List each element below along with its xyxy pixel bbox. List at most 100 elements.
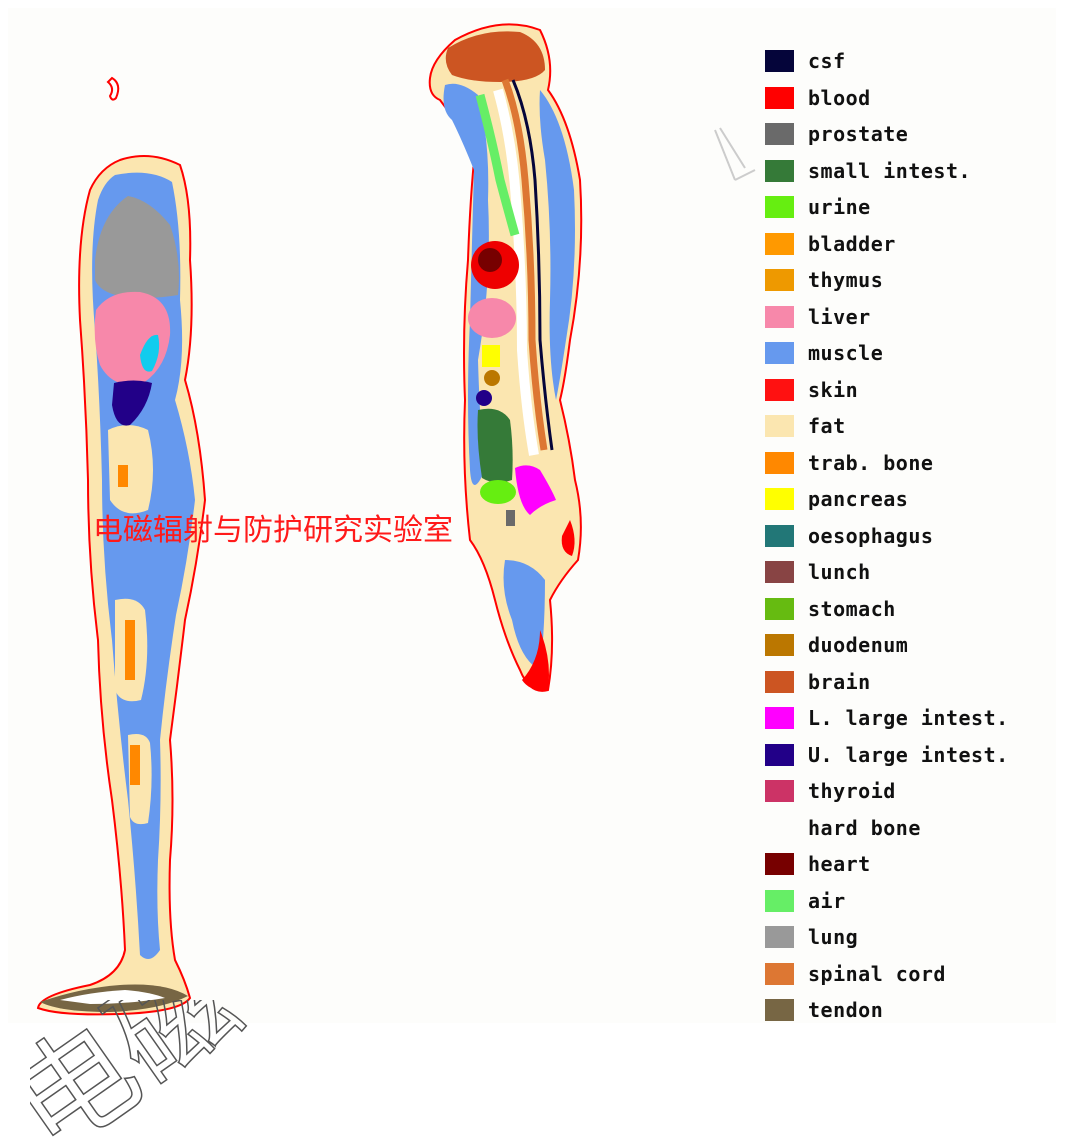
legend-swatch (765, 488, 794, 510)
legend-item: duodenum (765, 630, 908, 660)
legend-swatch (765, 707, 794, 729)
legend-item: trab. bone (765, 448, 933, 478)
legend-label: pancreas (808, 487, 908, 511)
legend-swatch (765, 890, 794, 912)
legend-swatch (765, 817, 794, 839)
legend-item: U. large intest. (765, 740, 1009, 770)
legend-label: L. large intest. (808, 706, 1009, 730)
legend-label: oesophagus (808, 524, 933, 548)
legend-label: duodenum (808, 633, 908, 657)
legend-label: trab. bone (808, 451, 933, 475)
right-bladder (480, 480, 516, 504)
legend-item: hard bone (765, 813, 921, 843)
legend-swatch (765, 196, 794, 218)
legend-label: air (808, 889, 846, 913)
legend-swatch (765, 744, 794, 766)
left-fat-patch-1 (108, 425, 153, 513)
legend-label: brain (808, 670, 871, 694)
legend-item: urine (765, 192, 871, 222)
legend-label: thymus (808, 268, 883, 292)
lab-title-overlay: 电磁辐射与防护研究实验室 (93, 505, 453, 549)
legend-item: tendon (765, 995, 883, 1025)
left-tibia-bone (130, 745, 140, 785)
legend-item: stomach (765, 594, 896, 624)
legend-swatch (765, 999, 794, 1021)
legend-label: urine (808, 195, 871, 219)
legend-item: skin (765, 375, 858, 405)
right-u-large-intestine (476, 390, 492, 406)
legend-label: spinal cord (808, 962, 946, 986)
legend-label: hard bone (808, 816, 921, 840)
left-femur-bone (125, 620, 135, 680)
legend-swatch (765, 963, 794, 985)
legend-label: liver (808, 305, 871, 329)
legend-item: bladder (765, 229, 896, 259)
legend-item: small intest. (765, 156, 971, 186)
legend-item: L. large intest. (765, 703, 1009, 733)
legend-swatch (765, 634, 794, 656)
legend-swatch (765, 379, 794, 401)
legend-item: csf (765, 46, 846, 76)
legend-swatch (765, 415, 794, 437)
legend-item: brain (765, 667, 871, 697)
legend-item: lunch (765, 557, 871, 587)
legend-item: muscle (765, 338, 883, 368)
legend-swatch (765, 50, 794, 72)
legend-swatch (765, 780, 794, 802)
legend-swatch (765, 853, 794, 875)
right-heart-inner (478, 248, 502, 272)
left-body-figure (38, 156, 205, 1014)
watermark-arrow-top-right (715, 128, 755, 180)
legend-item: thyroid (765, 776, 896, 806)
legend-swatch (765, 123, 794, 145)
right-body-figure (430, 24, 582, 690)
left-pelvis-bone (118, 465, 128, 487)
legend-item: liver (765, 302, 871, 332)
legend-item: fat (765, 411, 846, 441)
legend-label: bladder (808, 232, 896, 256)
legend-item: spinal cord (765, 959, 946, 989)
legend-swatch (765, 87, 794, 109)
right-liver (468, 298, 516, 338)
legend-swatch (765, 525, 794, 547)
legend-label: U. large intest. (808, 743, 1009, 767)
legend-label: muscle (808, 341, 883, 365)
legend-item: prostate (765, 119, 908, 149)
legend-label: small intest. (808, 159, 971, 183)
legend-item: thymus (765, 265, 883, 295)
legend-label: heart (808, 852, 871, 876)
skin-fragment (108, 78, 118, 100)
legend-swatch (765, 598, 794, 620)
right-pancreas (482, 345, 500, 367)
legend-item: pancreas (765, 484, 908, 514)
watermark-outline: 电磁 (30, 1000, 290, 1140)
legend-swatch (765, 233, 794, 255)
legend-label: lunch (808, 560, 871, 584)
legend-label: tendon (808, 998, 883, 1022)
legend-swatch (765, 160, 794, 182)
right-duodenum (484, 370, 500, 386)
legend-label: prostate (808, 122, 908, 146)
legend-swatch (765, 561, 794, 583)
legend-swatch (765, 671, 794, 693)
legend-swatch (765, 342, 794, 364)
legend-item: air (765, 886, 846, 916)
legend-swatch (765, 452, 794, 474)
legend-label: fat (808, 414, 846, 438)
legend-item: lung (765, 922, 858, 952)
legend-swatch (765, 269, 794, 291)
legend-swatch (765, 926, 794, 948)
right-small-intestine (478, 409, 513, 483)
legend-item: blood (765, 83, 871, 113)
legend-label: lung (808, 925, 858, 949)
legend-item: heart (765, 849, 871, 879)
legend-label: thyroid (808, 779, 896, 803)
legend-label: stomach (808, 597, 896, 621)
watermark-text: 电磁 (30, 1000, 263, 1140)
legend-swatch (765, 306, 794, 328)
legend-label: csf (808, 49, 846, 73)
legend-item: oesophagus (765, 521, 933, 551)
legend-label: blood (808, 86, 871, 110)
right-prostate (506, 510, 515, 526)
